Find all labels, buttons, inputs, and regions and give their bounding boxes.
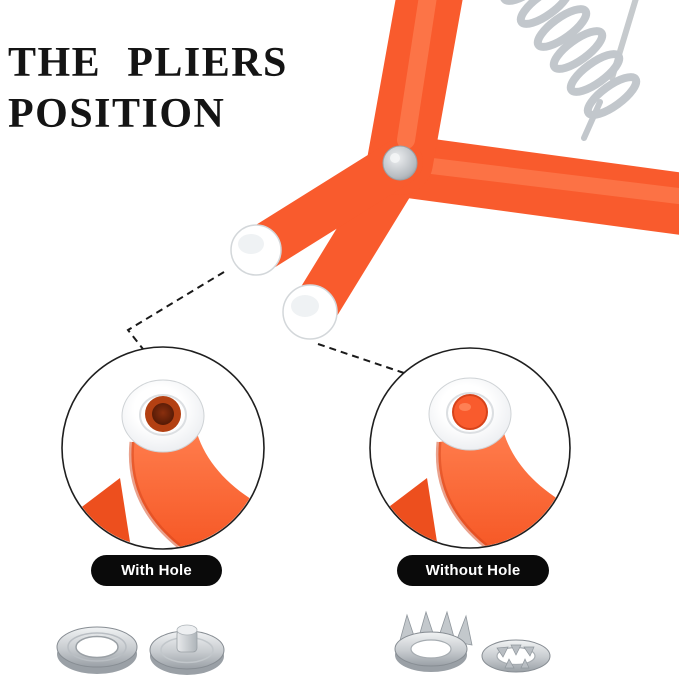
snap-socket-ring <box>56 626 138 674</box>
label-without-hole: Without Hole <box>397 555 549 586</box>
callout-circle-with-hole <box>61 346 265 550</box>
title-line-2: POSITION <box>8 91 226 137</box>
snap-prong-ring-upright <box>394 610 473 672</box>
snap-stud-cap <box>149 624 225 675</box>
plier-tip-upper <box>230 224 282 276</box>
title-line-1: THE PLIERS <box>8 40 288 86</box>
label-with-hole: With Hole <box>91 555 222 586</box>
plier-arm-top <box>241 0 463 270</box>
snap-prong-ring-flat <box>481 639 551 673</box>
grommet-without-hole <box>428 377 512 451</box>
page-title: THE PLIERS POSITION <box>8 38 288 140</box>
spring-icon <box>499 0 641 141</box>
callout-lines <box>126 271 405 374</box>
plier-tip-lower <box>282 284 338 340</box>
callout-line-right <box>317 343 405 374</box>
pivot-rivet <box>382 145 418 181</box>
callout-line-left <box>126 271 225 350</box>
grommet-with-hole <box>121 379 205 453</box>
callout-circle-without-hole <box>369 347 571 549</box>
